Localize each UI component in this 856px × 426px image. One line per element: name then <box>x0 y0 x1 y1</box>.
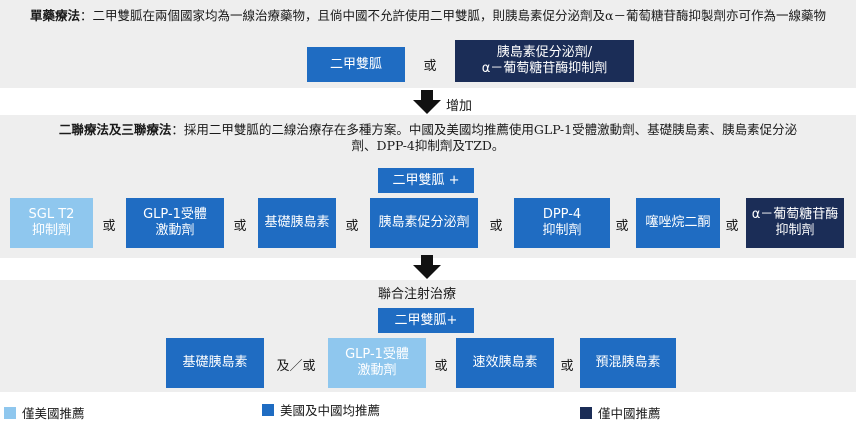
glp1-agonist-box: GLP-1受體 激動劑 <box>328 338 426 388</box>
legend-us-china: 美國及中國均推薦 <box>262 400 380 419</box>
legend-us-china-label: 美國及中國均推薦 <box>280 403 381 418</box>
legend-swatch-mid <box>262 403 274 416</box>
or-text: 或 <box>345 219 359 234</box>
metformin-plus-box: 二甲雙胍+ <box>378 308 474 333</box>
secretagogue-or-agi-line2: α－葡萄糖苷酶抑制劑 <box>481 61 608 76</box>
or-text: 或 <box>434 359 448 374</box>
legend-swatch-light <box>4 406 16 419</box>
sglt2-inhibitor-box: SGL T2 抑制劑 <box>10 198 93 248</box>
basal-insulin-box: 基礎胰島素 <box>258 198 336 248</box>
monotherapy-band <box>0 0 856 88</box>
or-text: 或 <box>725 219 739 234</box>
down-arrow-icon <box>413 255 441 279</box>
rapid-insulin-box: 速效胰島素 <box>456 338 554 388</box>
agi-line1: α－葡萄糖苷酶 <box>751 207 839 222</box>
glp1-agonist-box: GLP-1受體 激動劑 <box>126 198 224 248</box>
or-text: 或 <box>560 359 574 374</box>
or-text: 或 <box>489 219 503 234</box>
or-text: 或 <box>615 219 629 234</box>
secretagogue-or-agi-line1: 胰島素促分泌劑/ <box>496 45 593 60</box>
monotherapy-intro: 單藥療法：二甲雙胍在兩個國家均為一線治療藥物，且倘中國不允許使用二甲雙胍，則胰島… <box>14 8 842 24</box>
legend-swatch-dark <box>580 406 592 419</box>
combination-desc: ：採用二甲雙胍的二線治療存在多種方案。中國及美國均推薦使用GLP-1受體激動劑、… <box>171 122 798 153</box>
agi-line2: 抑制劑 <box>775 223 815 238</box>
legend-us-only-label: 僅美國推薦 <box>22 406 85 421</box>
basal-insulin-label: 基礎胰島素 <box>264 215 330 230</box>
rapid-insulin-label: 速效胰島素 <box>472 355 538 370</box>
insulin-secretagogue-label: 胰島素促分泌劑 <box>378 215 470 230</box>
secretagogue-or-agi-box: 胰島素促分泌劑/ α－葡萄糖苷酶抑制劑 <box>455 40 634 82</box>
tzd-label: 噻唑烷二酮 <box>645 215 711 230</box>
basal-insulin-label: 基礎胰島素 <box>182 355 248 370</box>
injection-label: 聯合注射治療 <box>378 287 457 302</box>
metformin-plus-label: 二甲雙胍+ <box>394 312 458 328</box>
glp1-line1: GLP-1受體 <box>345 347 409 362</box>
monotherapy-desc: ：二甲雙胍在兩個國家均為一線治療藥物，且倘中國不允許使用二甲雙胍，則胰島素促分泌… <box>80 8 826 23</box>
insulin-secretagogue-box: 胰島素促分泌劑 <box>370 198 478 248</box>
glp1-line2: 激動劑 <box>155 223 195 238</box>
legend-us-only: 僅美國推薦 <box>4 403 85 422</box>
tzd-box: 噻唑烷二酮 <box>636 198 720 248</box>
premixed-insulin-label: 預混胰島素 <box>595 355 661 370</box>
dpp4-inhibitor-box: DPP-4 抑制劑 <box>514 198 610 248</box>
glp1-line1: GLP-1受體 <box>143 207 207 222</box>
glp1-line2: 激動劑 <box>357 363 397 378</box>
down-arrow-icon <box>413 90 441 114</box>
dpp4-line1: DPP-4 <box>542 207 582 222</box>
sglt2-line2: 抑制劑 <box>31 223 71 238</box>
injection-therapy-band <box>0 280 856 392</box>
monotherapy-title: 單藥療法 <box>30 8 81 23</box>
combination-title: 二聯療法及三聯療法 <box>58 122 172 137</box>
basal-insulin-box: 基礎胰島素 <box>166 338 264 388</box>
metformin-box-label: 二甲雙胍 <box>329 56 382 72</box>
or-text: 或 <box>233 219 247 234</box>
combination-intro: 二聯療法及三聯療法：採用二甲雙胍的二線治療存在多種方案。中國及美國均推薦使用GL… <box>58 122 798 154</box>
legend-china-only-label: 僅中國推薦 <box>598 406 661 421</box>
add-label: 增加 <box>446 99 473 114</box>
premixed-insulin-box: 預混胰島素 <box>580 338 676 388</box>
metformin-plus-label: 二甲雙胍 + <box>392 172 460 188</box>
agi-box: α－葡萄糖苷酶 抑制劑 <box>746 198 844 248</box>
or-text: 或 <box>102 219 116 234</box>
or-text: 或 <box>423 59 437 74</box>
metformin-plus-box: 二甲雙胍 + <box>378 168 474 193</box>
and-or-text: 及／或 <box>276 359 316 374</box>
metformin-box: 二甲雙胍 <box>307 47 405 82</box>
dpp4-line2: 抑制劑 <box>542 223 582 238</box>
sglt2-line1: SGL T2 <box>28 207 75 222</box>
legend-china-only: 僅中國推薦 <box>580 403 661 422</box>
